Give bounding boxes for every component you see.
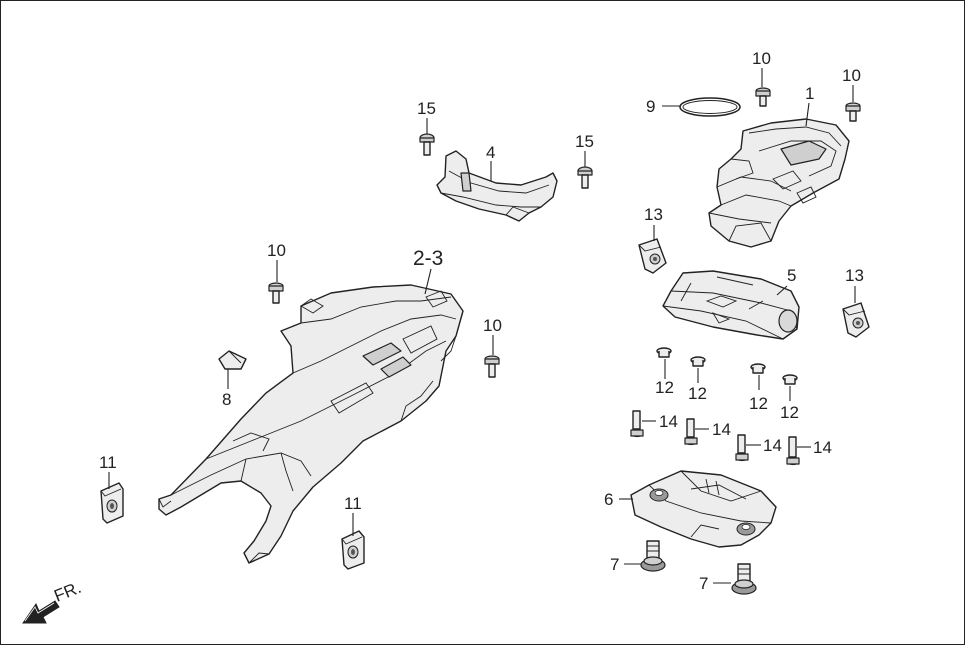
part-rear-fender [158,284,464,564]
part-bolt-10c [268,282,284,304]
part-storage-bracket [708,118,850,248]
part-grommet-12b [690,356,706,367]
callout-12c: 12 [749,394,768,413]
part-lower-plate [630,470,777,548]
part-pad [218,350,247,370]
part-seat-bracket [662,270,800,340]
part-bolt-14a [630,410,644,438]
leader-lines [108,68,856,584]
callout-13b: 13 [845,266,864,285]
callout-13a: 13 [644,205,663,224]
part-rear-trim [436,150,558,222]
part-bolt-10a [755,87,771,107]
part-bolt-14c [735,434,749,462]
callout-labels: 1 2-3 4 5 6 7 7 8 9 10 10 10 10 11 11 12… [99,49,864,593]
callout-10b: 10 [842,66,861,85]
callout-7a: 7 [610,555,619,574]
part-o-ring [679,97,741,117]
part-bolt-10d [484,355,500,378]
callout-11b: 11 [344,494,362,513]
callout-12b: 12 [688,384,707,403]
callout-12a: 12 [655,378,674,397]
callout-2-3: 2-3 [413,247,443,270]
part-bolt-7b [731,563,757,595]
callout-11a: 11 [99,453,117,472]
part-grommet-12c [750,363,766,374]
callout-1: 1 [805,84,814,103]
part-bolt-14d [786,436,800,466]
part-bolt-10b [845,102,861,122]
front-arrow-icon [22,600,60,624]
callout-14b: 14 [712,420,731,439]
callout-6: 6 [604,490,613,509]
part-bolt-14b [684,418,698,446]
part-bolt-7a [640,540,666,572]
part-grommet-12a [656,347,672,358]
callout-9: 9 [646,97,655,116]
callout-15b: 15 [575,132,594,151]
callout-5: 5 [787,266,796,285]
callout-10a: 10 [752,49,771,68]
part-screw-15a [419,133,435,156]
part-screw-15b [577,166,593,189]
part-speed-nut-a [100,482,124,524]
part-clip-nut-a [638,238,667,274]
callout-14d: 14 [813,438,832,457]
callout-14a: 14 [659,412,678,431]
callout-14c: 14 [763,436,782,455]
front-direction-label: FR. [51,578,84,606]
part-speed-nut-b [341,530,365,570]
part-grommet-12d [782,374,798,385]
callout-8: 8 [222,390,231,409]
callout-12d: 12 [780,403,799,422]
callout-15a: 15 [417,99,436,118]
callout-10c: 10 [267,241,286,260]
callout-10d: 10 [483,316,502,335]
part-clip-nut-b [842,302,870,338]
callout-4: 4 [486,143,495,162]
callout-7b: 7 [699,574,708,593]
